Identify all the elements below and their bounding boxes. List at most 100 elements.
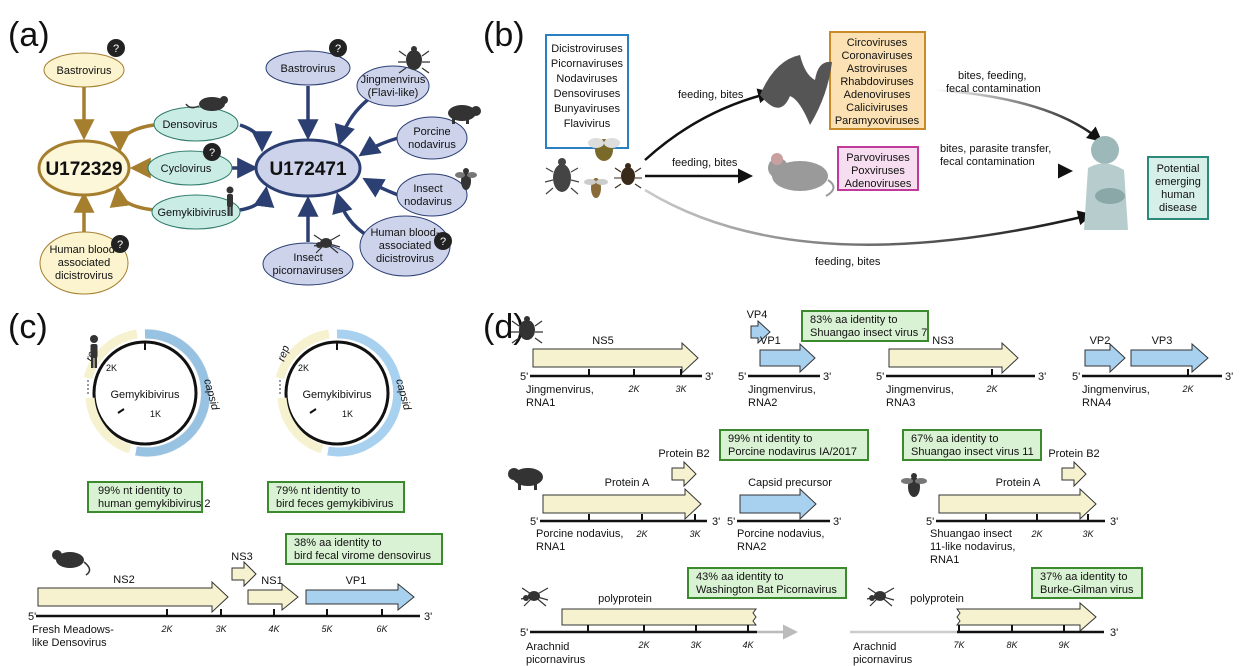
gene-vp1-arrow [759, 342, 816, 374]
human-disease-box: Potential emerging human disease [1147, 156, 1209, 220]
identity-text: Washington Bat Picornavirus [696, 584, 837, 596]
genome-name: Arachnid [526, 641, 569, 653]
insect-virus-box: Dicistroviruses Picornaviruses Nodavirus… [545, 34, 629, 149]
question-mark: ? [113, 43, 119, 55]
five-prime-label: 5' [727, 516, 735, 528]
identity-box: 99% nt identity to human gemykibivirus 2 [87, 481, 211, 513]
five-prime-label: 5' [738, 371, 746, 383]
axis-tick-label: 8K [1006, 640, 1018, 650]
node-bastrovirus-right: Bastrovirus [265, 50, 351, 86]
node-densovirus: Densovirus [153, 106, 239, 142]
node-gemykibivirus: Gemykibivirus [151, 194, 241, 230]
node-label: Bastrovirus [280, 63, 336, 75]
virus-name: Flavivirus [564, 118, 611, 130]
gene-label: NS5 [592, 335, 613, 347]
three-prime-label: 3' [424, 611, 432, 623]
panel-c-label: (c) [8, 308, 48, 346]
spider-icon [313, 234, 341, 254]
genome-name: picornavirus [853, 654, 913, 666]
identity-text: bird fecal virome densovirus [294, 550, 431, 562]
gene-ns3-arrow [231, 560, 257, 588]
gene-protein-b2-arrow [1061, 460, 1087, 488]
node-insect-picornaviruses: Insect picornaviruses [262, 242, 354, 286]
axis-tick-label: 3K [689, 529, 701, 539]
panel-a-right-edges [230, 86, 399, 242]
node-label-line: Human blood- [49, 244, 118, 256]
identity-text: Porcine nodavirus IA/2017 [728, 446, 857, 458]
question-mark: ? [335, 43, 341, 55]
pig-d-icon [508, 468, 543, 490]
bat-virus-box: Circoviruses Coronaviruses Astroviruses … [829, 31, 926, 130]
axis-tick-label: 3K [675, 384, 687, 394]
node-label-line: associated [58, 257, 111, 269]
gene-label: NS3 [231, 551, 252, 563]
gene-label: NS3 [932, 335, 953, 347]
genome-name: RNA2 [737, 541, 766, 553]
axis-tick-label: 2K [985, 384, 998, 394]
three-prime-label: 3' [1110, 627, 1118, 639]
identity-text: 79% nt identity to [276, 485, 360, 497]
gene-ns5-arrow [532, 341, 699, 375]
fly-icon [455, 168, 477, 190]
mouse-virus-box: Parvoviruses Poxviruses Adenoviruses [837, 146, 919, 191]
gene-label: Protein A [605, 477, 650, 489]
question-badge-icon: ? [434, 232, 452, 250]
identity-text: Shuangao insect virus 11 [911, 446, 1034, 458]
identity-box: 99% nt identity to Porcine nodavirus IA/… [719, 429, 869, 461]
genome-name: Arachnid [853, 641, 896, 653]
five-prime-label: 5' [520, 371, 528, 383]
genome-name: 11-like nodavirus, [930, 541, 1015, 553]
circle-genome-name: Gemykibivirus [110, 389, 180, 401]
identity-box: 79% nt identity to bird feces gemykibivi… [267, 481, 405, 513]
five-prime-label: 5' [530, 516, 538, 528]
edge-label-bat-human: fecal contamination [946, 83, 1041, 95]
question-mark: ? [117, 239, 123, 251]
axis-tick-label: 2K [627, 384, 640, 394]
genome-name: RNA1 [536, 541, 565, 553]
node-dicistro-left: Human blood- associated dicistrovirus [39, 231, 129, 295]
edge-label-insect-human: feeding, bites [815, 256, 881, 268]
identity-text: Burke-Gilman virus [1040, 584, 1134, 596]
gene-label: VP1 [760, 335, 781, 347]
three-prime-label: 3' [705, 371, 713, 383]
identity-text: 99% nt identity to [98, 485, 182, 497]
node-label: Bastrovirus [56, 65, 112, 77]
identity-text: 37% aa identity to [1040, 571, 1127, 583]
genome-name: RNA4 [1082, 397, 1111, 409]
node-label-line: Insect [413, 183, 442, 195]
gemykibivirus-genome-right: Gemykibivirus 2K 1K rep capsid [276, 329, 413, 457]
edge-gemy-right [239, 185, 275, 212]
node-label-line: dicistrovirus [55, 270, 114, 282]
edge-label-mouse-human: fecal contamination [940, 156, 1035, 168]
node-label-line: nodavirus [408, 139, 456, 151]
five-prime-label: 5' [926, 516, 934, 528]
axis-tick-label: 9K [1058, 640, 1070, 650]
node-insect-nodavirus: Insect nodavirus [396, 173, 468, 217]
gene-label: VP2 [1090, 335, 1111, 347]
node-label-line: Human blood- [370, 227, 439, 239]
identity-text: 43% aa identity to [696, 571, 783, 583]
circle-tick-label: 2K [106, 363, 117, 373]
axis-tick-label: 2K [635, 529, 648, 539]
edge-gemy-left [109, 185, 155, 212]
genome-name: Jingmenvirus, [526, 384, 594, 396]
node-jingmenvirus: Jingmenvirus (Flavi-like) [356, 65, 430, 107]
five-prime-label: 5' [1072, 371, 1080, 383]
edge-porcine [358, 135, 399, 157]
disease-text: emerging [1155, 176, 1201, 188]
question-badge-icon: ? [203, 143, 221, 161]
gene-capsid-precursor-arrow [739, 487, 817, 521]
gene-label: NS2 [113, 574, 134, 586]
arrow-insect-human [644, 188, 1093, 246]
genome-name: Fresh Meadows- [32, 624, 114, 636]
virus-name: Dicistroviruses [551, 43, 623, 55]
genome-name: RNA1 [930, 554, 959, 566]
gene-label: polyprotein [910, 593, 964, 605]
identity-box: 43% aa identity to Washington Bat Picorn… [687, 567, 847, 599]
virus-name: Caliciviruses [846, 102, 908, 114]
node-label: Cyclovirus [161, 163, 212, 175]
gene-label: VP1 [346, 575, 367, 587]
edge-label-mouse-human: bites, parasite transfer, [940, 143, 1051, 155]
virus-name: Adenoviruses [845, 178, 912, 190]
gene-polyprotein-bar [561, 608, 757, 626]
